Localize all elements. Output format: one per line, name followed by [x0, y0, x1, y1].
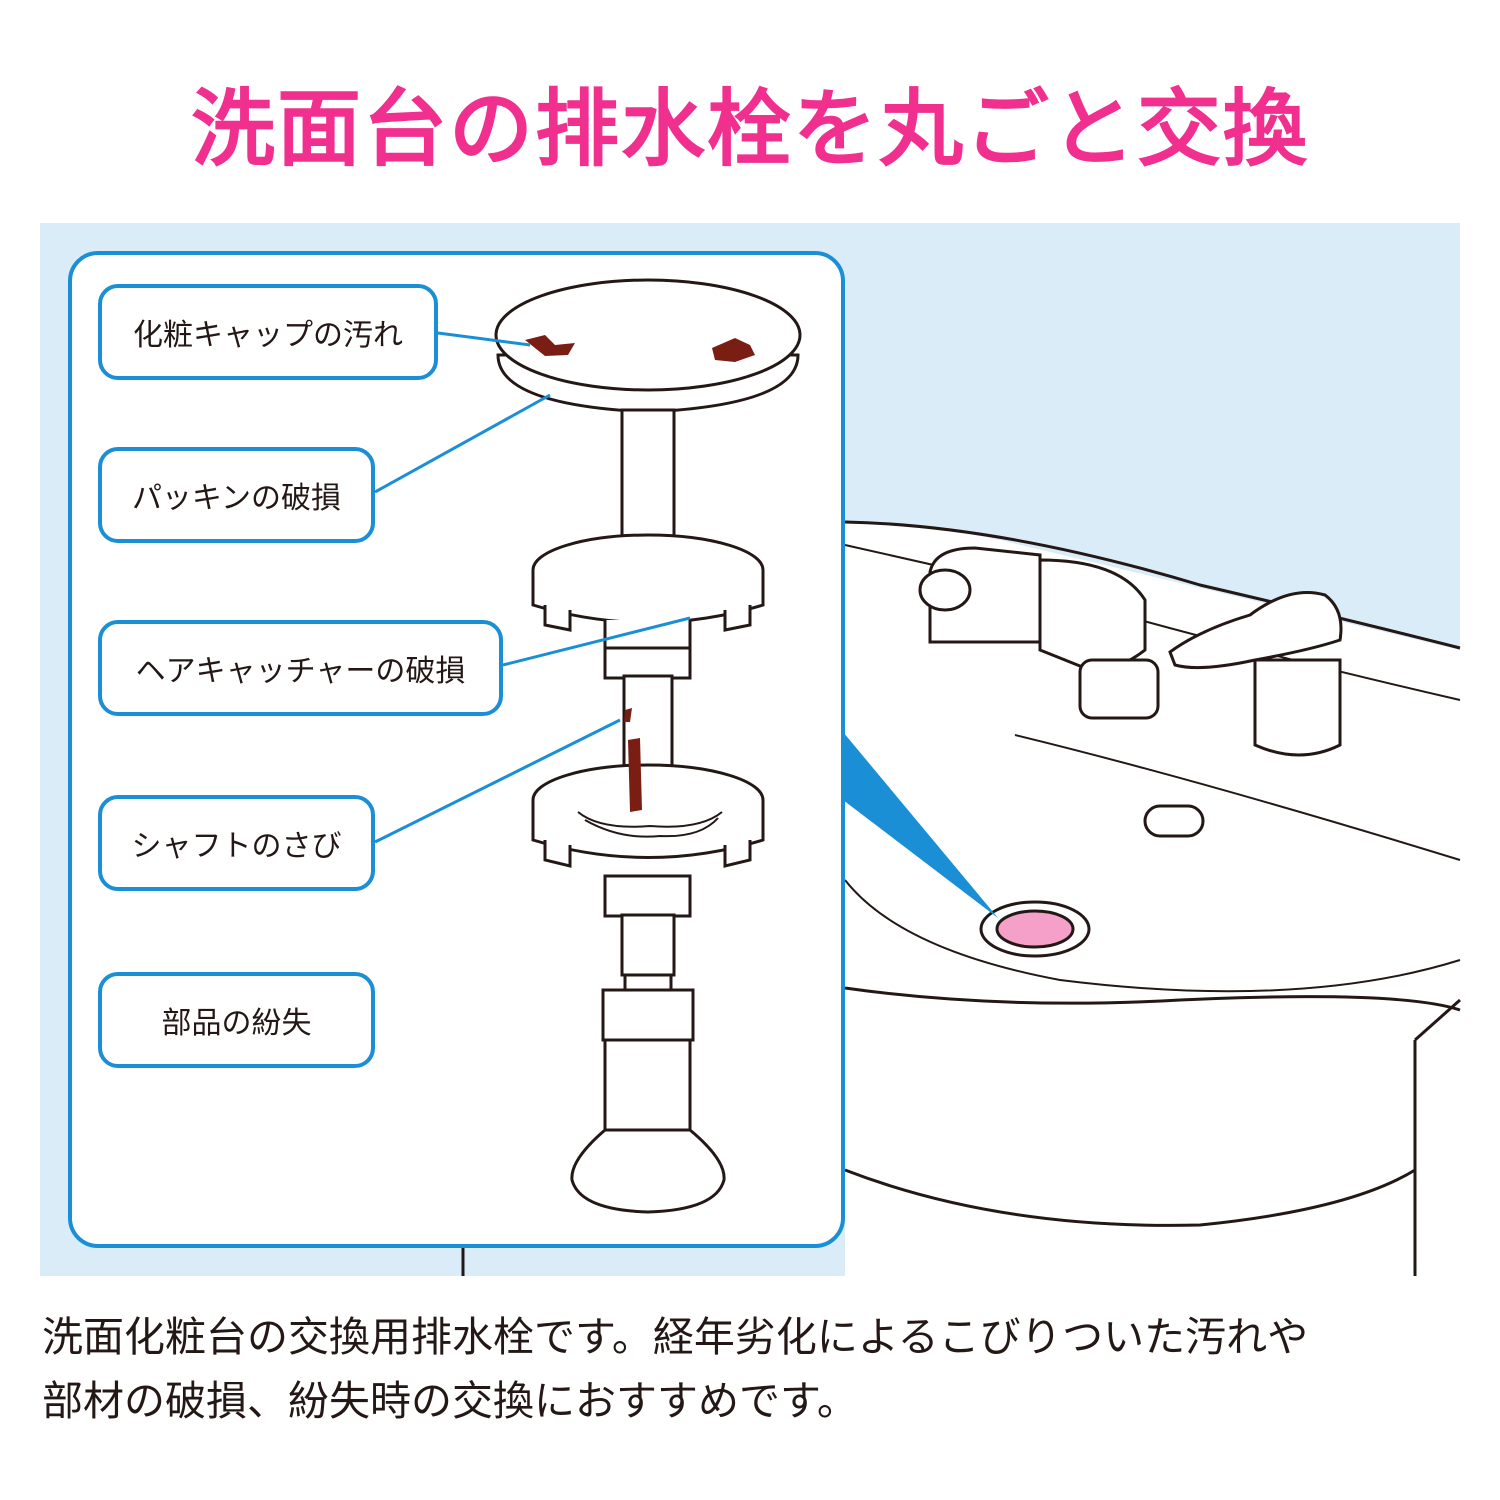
- cap-top: [494, 278, 802, 392]
- description: 洗面化粧台の交換用排水栓です。経年劣化によるこびりついた汚れや 部材の破損、紛失…: [42, 1305, 1472, 1433]
- description-line-2: 部材の破損、紛失時の交換におすすめです。: [42, 1377, 858, 1425]
- rust-marks: [525, 335, 755, 812]
- callout-hair-catcher-damage: ヘアキャッチャーの破損: [98, 620, 503, 716]
- faucet: [918, 546, 1343, 757]
- callout-label: パッキンの破損: [131, 481, 342, 516]
- callout-shaft-rust: シャフトのさび: [98, 795, 375, 891]
- callout-packing-damage: パッキンの破損: [98, 447, 375, 543]
- drain-highlight: [995, 909, 1075, 949]
- leader-lines: [374, 331, 691, 844]
- callout-label: ヘアキャッチャーの破損: [135, 654, 466, 689]
- callout-missing-parts: 部品の紛失: [98, 972, 375, 1068]
- zoom-pointer: [843, 732, 998, 918]
- page-title: 洗面台の排水栓を丸ごと交換: [190, 80, 1309, 178]
- callout-cap-stain: 化粧キャップの汚れ: [98, 284, 438, 380]
- vanity-sink: [461, 520, 1461, 1276]
- overflow-slot: [1143, 804, 1205, 838]
- callout-label: 化粧キャップの汚れ: [133, 318, 403, 353]
- callout-label: シャフトのさび: [131, 829, 342, 864]
- drain-stopper: [494, 278, 802, 1214]
- callout-label: 部品の紛失: [161, 1006, 312, 1041]
- description-line-1: 洗面化粧台の交換用排水栓です。経年劣化によるこびりついた汚れや: [42, 1313, 1309, 1361]
